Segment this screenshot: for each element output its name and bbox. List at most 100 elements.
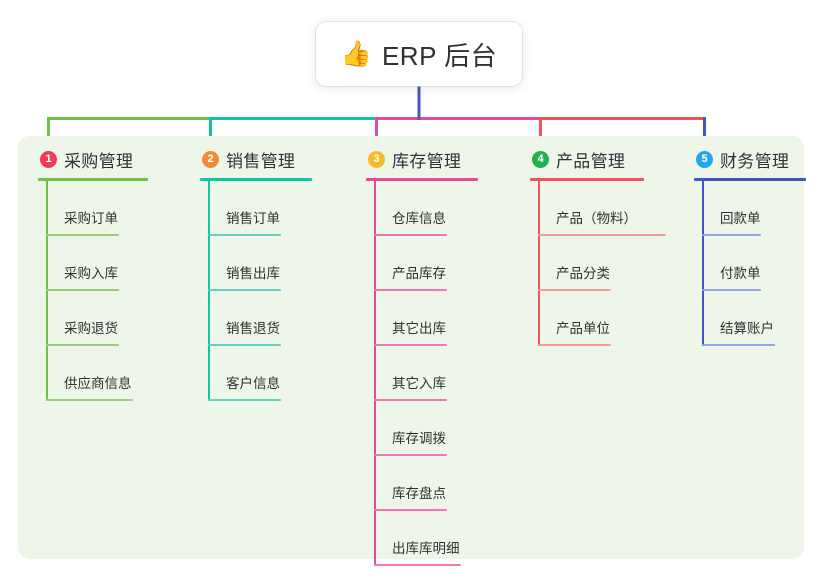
leaf-underline: [46, 399, 133, 401]
branch-number-badge: 5: [696, 150, 713, 168]
leaf-label: 产品分类: [556, 266, 610, 281]
leaf-node[interactable]: 产品库存: [366, 236, 478, 291]
branch-label: 销售管理: [226, 151, 296, 171]
leaf-label: 回款单: [720, 211, 761, 226]
branch-3: 3 库存管理仓库信息产品库存其它出库其它入库库存调拨库存盘点出库库明细: [366, 146, 478, 566]
distribution-bar-cap: [703, 117, 706, 120]
leaf-node[interactable]: 其它入库: [366, 346, 478, 401]
leaf-node[interactable]: 产品（物料）: [530, 181, 667, 236]
leaf-node[interactable]: 出库库明细: [366, 511, 478, 566]
leaf-underline: [702, 234, 762, 236]
leaf-label: 结算账户: [720, 321, 774, 336]
branch-5: 5 财务管理回款单付款单结算账户: [694, 146, 806, 346]
leaf-node[interactable]: 产品单位: [530, 291, 644, 346]
root-node[interactable]: 👍 ERP 后台: [316, 22, 522, 86]
leaf-label: 库存调拨: [392, 431, 446, 446]
branch-4: 4 产品管理产品（物料） 产品分类产品单位: [530, 146, 667, 346]
distribution-bar-segment-3: [375, 117, 542, 120]
branch-label: 产品管理: [556, 151, 626, 171]
leaf-node[interactable]: 采购订单: [38, 181, 148, 236]
branch-number-badge: 1: [40, 150, 57, 168]
leaf-underline: [46, 234, 120, 236]
branch-header-5[interactable]: 5 财务管理: [694, 146, 806, 172]
leaf-underline: [208, 399, 282, 401]
root-node-title: ERP 后台: [381, 40, 498, 71]
leaf-node[interactable]: 客户信息: [200, 346, 312, 401]
branch-children: 产品（物料） 产品分类产品单位: [530, 181, 667, 346]
leaf-node[interactable]: 库存盘点: [366, 456, 478, 511]
branch-label: 采购管理: [64, 151, 134, 171]
branch-spine: [46, 181, 48, 401]
leaf-underline: [702, 289, 762, 291]
leaf-label: 销售订单: [226, 211, 280, 226]
branch-header-3[interactable]: 3 库存管理: [366, 146, 478, 172]
branch-spine: [538, 181, 540, 346]
leaf-label: 采购退货: [64, 321, 118, 336]
leaf-node[interactable]: 其它出库: [366, 291, 478, 346]
leaf-label: 产品（物料）: [556, 211, 637, 226]
leaf-node[interactable]: 供应商信息: [38, 346, 148, 401]
leaf-node[interactable]: 采购入库: [38, 236, 148, 291]
branch-header-1[interactable]: 1 采购管理: [38, 146, 148, 172]
leaf-label: 其它出库: [392, 321, 446, 336]
leaf-underline: [538, 289, 612, 291]
leaf-underline: [208, 234, 282, 236]
branch-children: 销售订单销售出库销售退货客户信息: [200, 181, 312, 401]
branch-children: 回款单付款单结算账户: [694, 181, 806, 346]
branch-label: 库存管理: [392, 151, 462, 171]
leaf-label: 库存盘点: [392, 486, 446, 501]
branch-underline: [200, 178, 312, 181]
branch-number-badge: 4: [532, 150, 549, 168]
leaf-label: 仓库信息: [392, 211, 446, 226]
leaf-underline: [46, 344, 120, 346]
leaf-underline: [374, 564, 461, 566]
leaf-node[interactable]: 结算账户: [694, 291, 806, 346]
root-node-content: 👍 ERP 后台: [341, 36, 497, 73]
branch-underline: [530, 178, 644, 181]
leaf-label: 出库库明细: [392, 541, 460, 556]
distribution-bar-segment-1: [47, 117, 212, 120]
branch-number-badge: 2: [202, 150, 219, 168]
branch-2: 2 销售管理销售订单销售出库销售退货客户信息: [200, 146, 312, 401]
leaf-underline: [208, 289, 282, 291]
branch-header-4[interactable]: 4 产品管理: [530, 146, 644, 172]
leaf-underline: [374, 289, 448, 291]
leaf-underline: [374, 399, 448, 401]
leaf-node[interactable]: 产品分类: [530, 236, 644, 291]
leaf-node[interactable]: 销售订单: [200, 181, 312, 236]
distribution-bar-segment-2: [209, 117, 378, 120]
leaf-label: 客户信息: [226, 376, 280, 391]
branch-label: 财务管理: [720, 151, 790, 171]
leaf-node[interactable]: 回款单: [694, 181, 806, 236]
leaf-label: 产品单位: [556, 321, 610, 336]
leaf-node[interactable]: 仓库信息: [366, 181, 478, 236]
leaf-underline: [208, 344, 282, 346]
leaf-node[interactable]: 库存调拨: [366, 401, 478, 456]
leaf-underline: [374, 234, 448, 236]
branch-underline: [694, 178, 806, 181]
branch-header-2[interactable]: 2 销售管理: [200, 146, 312, 172]
leaf-underline: [374, 454, 448, 456]
leaf-underline: [538, 234, 667, 236]
leaf-node[interactable]: 采购退货: [38, 291, 148, 346]
branch-underline: [38, 178, 148, 181]
leaf-underline: [702, 344, 776, 346]
branch-spine: [374, 181, 376, 566]
branch-children: 仓库信息产品库存其它出库其它入库库存调拨库存盘点出库库明细: [366, 181, 478, 566]
branch-spine: [208, 181, 210, 401]
thumbs-up-icon: 👍: [340, 39, 372, 68]
distribution-bar-segment-4: [539, 117, 706, 120]
leaf-label: 供应商信息: [64, 376, 132, 391]
root-stem: [417, 86, 421, 120]
branch-spine: [702, 181, 704, 346]
leaf-node[interactable]: 销售出库: [200, 236, 312, 291]
leaf-node[interactable]: 付款单: [694, 236, 806, 291]
leaf-node[interactable]: 销售退货: [200, 291, 312, 346]
leaf-label: 产品库存: [392, 266, 446, 281]
leaf-underline: [538, 344, 612, 346]
branch-number-badge: 3: [368, 150, 385, 168]
leaf-label: 付款单: [720, 266, 761, 281]
leaf-label: 其它入库: [392, 376, 446, 391]
branch-1: 1 采购管理采购订单采购入库采购退货供应商信息: [38, 146, 148, 401]
